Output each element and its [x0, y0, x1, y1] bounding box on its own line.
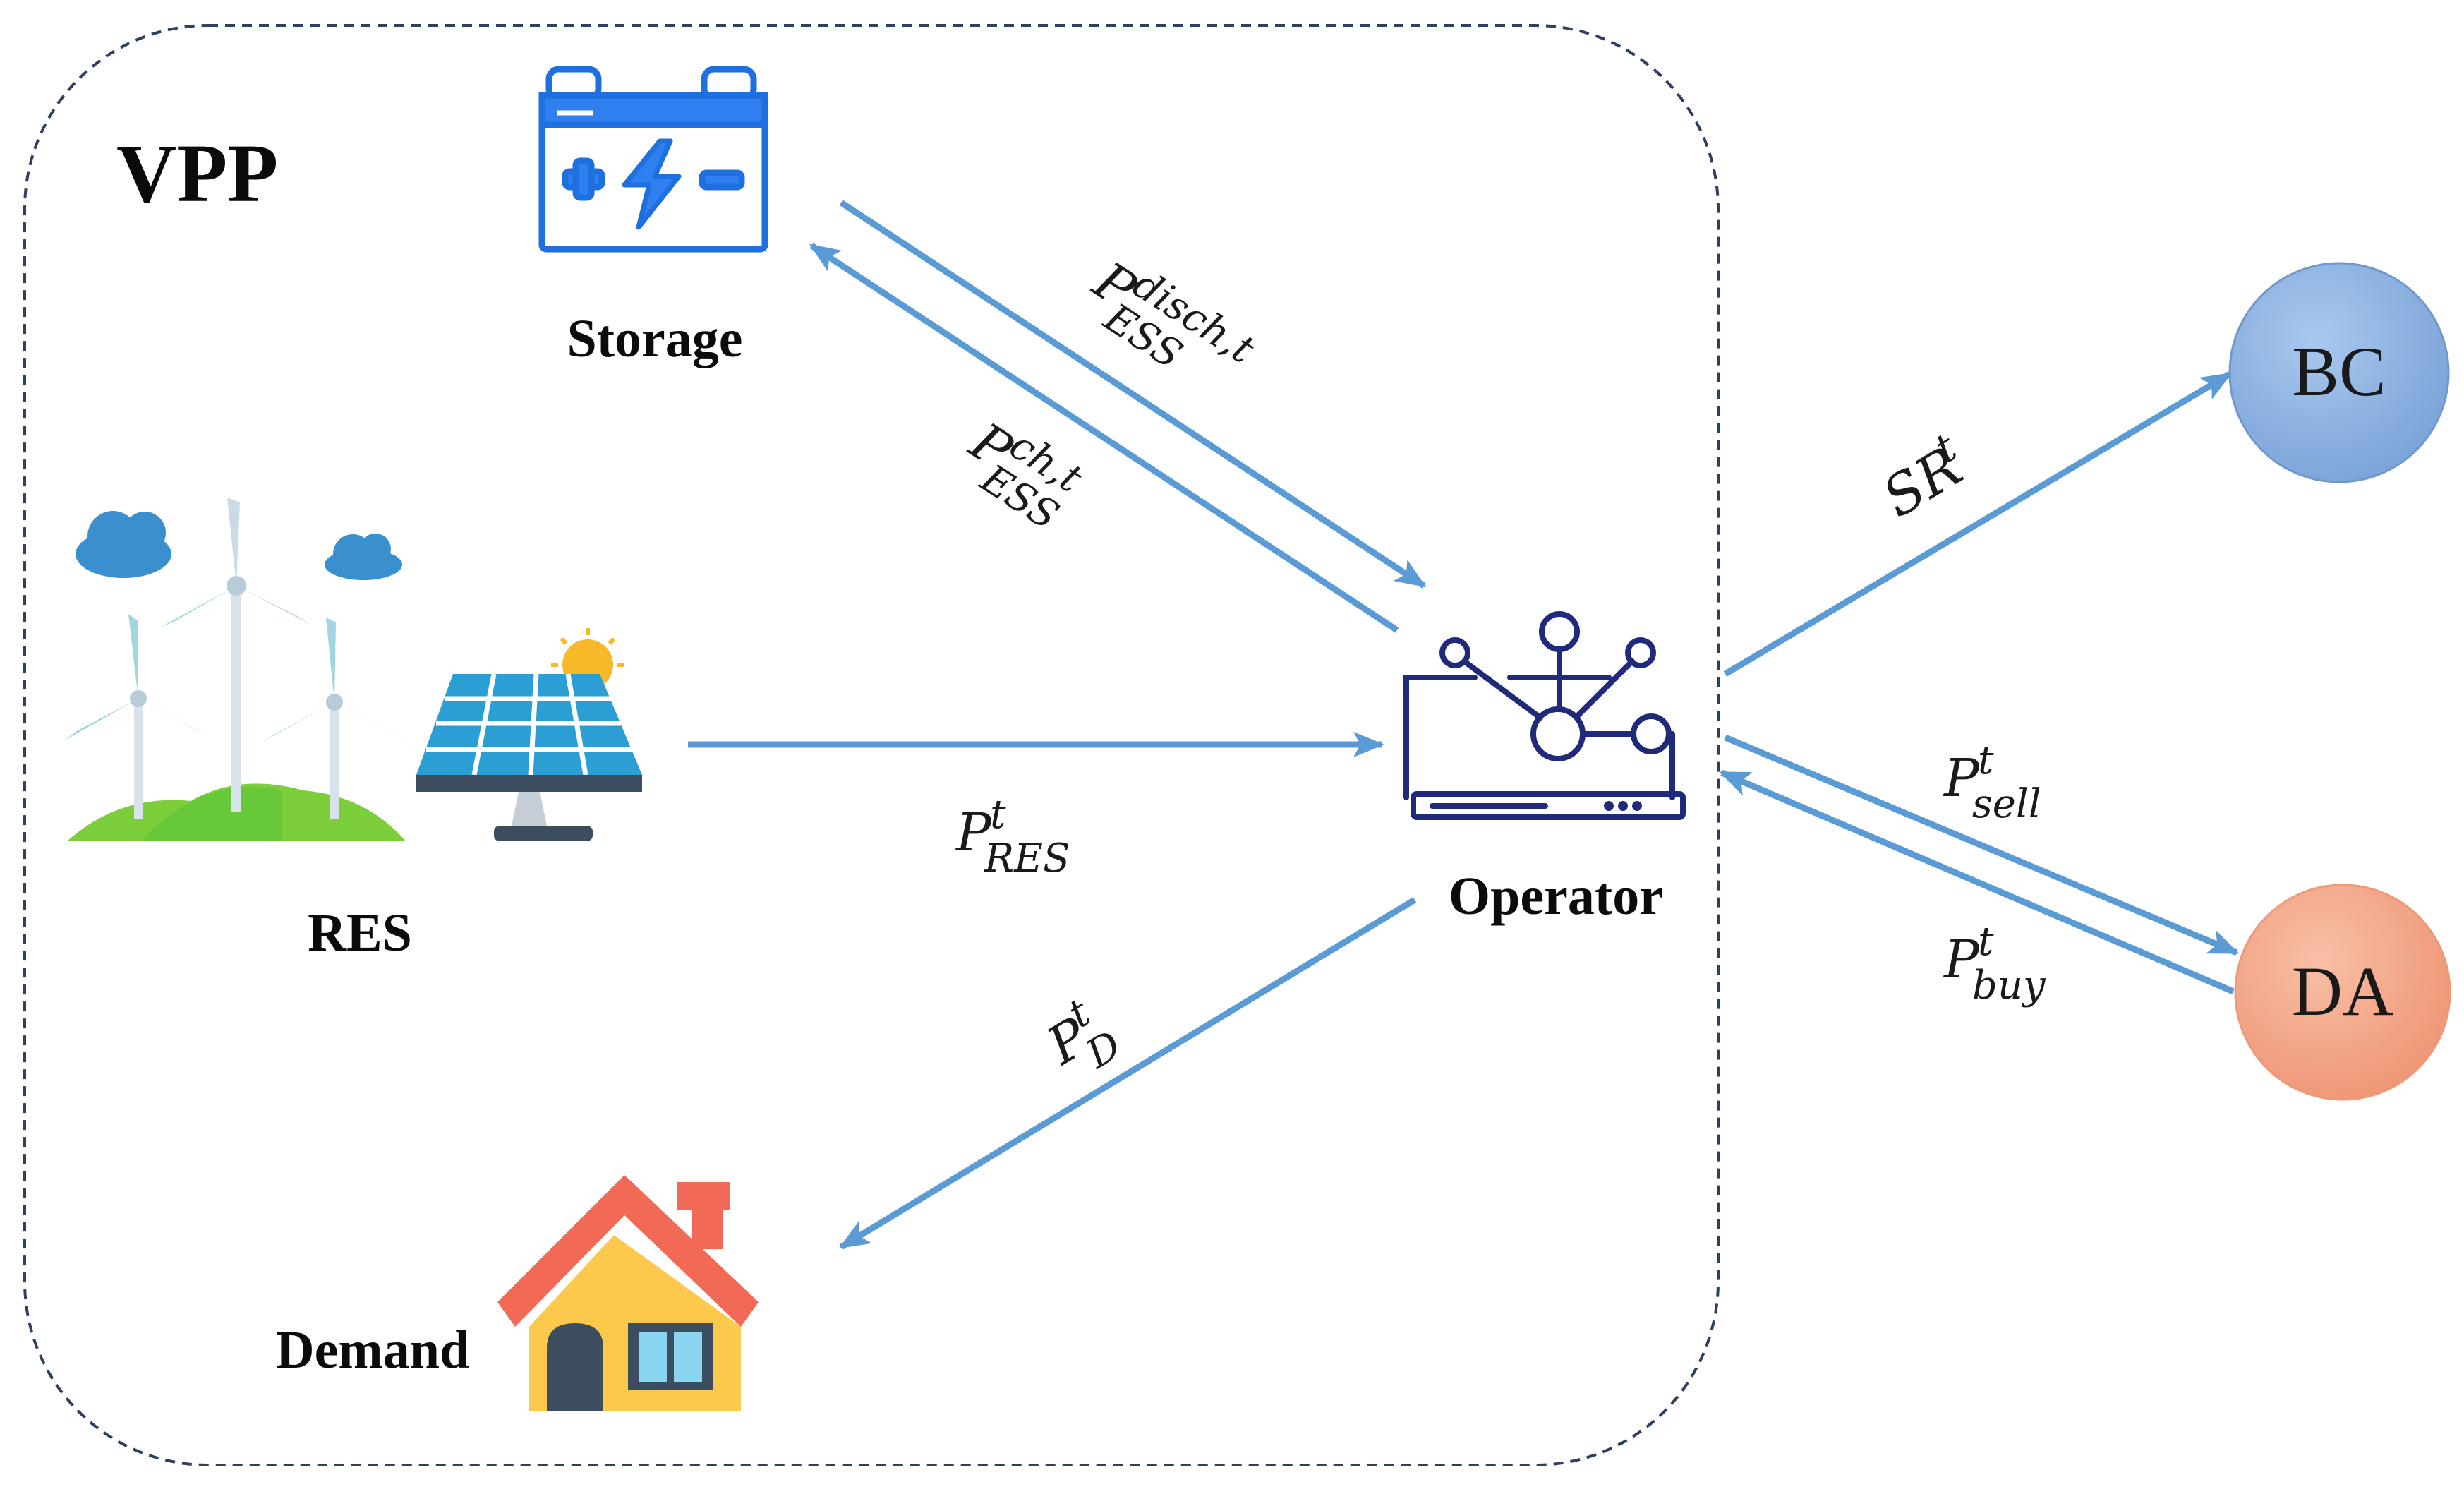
da-label: DA: [2292, 952, 2393, 1030]
svg-text:P: P: [1943, 929, 1980, 990]
svg-text:t: t: [1978, 919, 1994, 965]
res-label: RES: [308, 903, 412, 963]
label-p-ess-ch: P ch,t ESS: [959, 411, 1091, 539]
arrow-operator-to-demand: [838, 897, 1417, 1250]
cloud-icon: [76, 511, 402, 580]
battery-icon: [538, 66, 768, 253]
label-p-sell: P t sell: [1943, 737, 2041, 827]
da-node: [2234, 884, 2451, 1101]
label-p-buy: P t buy: [1943, 919, 2046, 1008]
demand-label: Demand: [276, 1320, 469, 1380]
svg-text:P: P: [955, 802, 992, 863]
svg-text:buy: buy: [1972, 963, 2046, 1008]
svg-text:sell: sell: [1972, 781, 2041, 827]
bc-label: BC: [2292, 332, 2386, 411]
operator-label: Operator: [1449, 867, 1663, 926]
vpp-boundary: [23, 24, 1720, 1466]
vpp-title: VPP: [116, 127, 278, 219]
svg-text:P: P: [1943, 748, 1980, 809]
solar-panel-icon: [416, 628, 642, 841]
house-icon: [497, 1175, 759, 1411]
svg-text:t: t: [1978, 737, 1994, 783]
storage-label: Storage: [567, 309, 742, 368]
arrow-operator-to-storage: [809, 243, 1399, 633]
operator-icon: [1403, 611, 1686, 820]
arrow-storage-to-operator: [839, 200, 1427, 589]
svg-text:RES: RES: [984, 836, 1070, 881]
svg-text:SR: SR: [1872, 435, 1973, 530]
svg-text:t: t: [990, 792, 1006, 838]
arrow-operator-to-bc: [1723, 371, 2233, 677]
arrow-da-to-operator: [1719, 769, 2235, 995]
label-sr: SR t: [1872, 425, 1973, 531]
label-p-res: P t RES: [955, 792, 1070, 881]
wind-turbine-icon: [64, 498, 409, 841]
label-p-demand: P t D: [1036, 989, 1129, 1078]
label-p-ess-disch: P disch,t ESS: [1082, 250, 1263, 378]
arrow-operator-to-da: [1724, 734, 2240, 956]
